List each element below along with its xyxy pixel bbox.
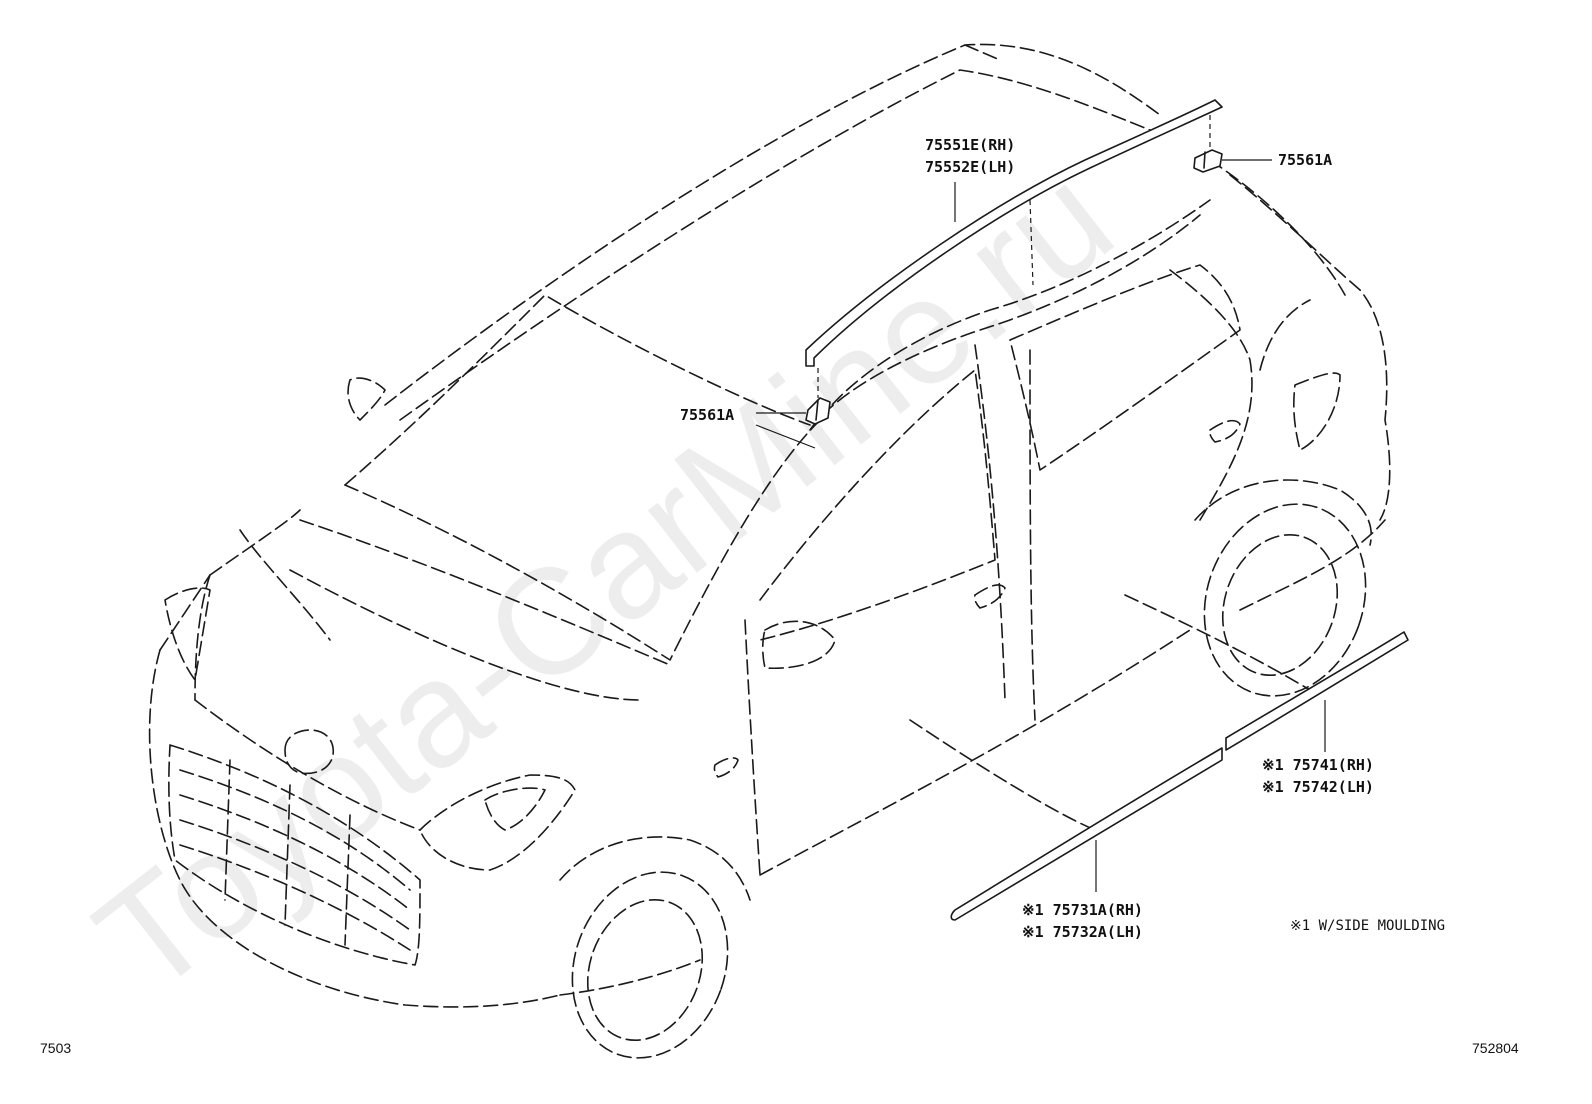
diagram-code-right: 752804 (1472, 1040, 1519, 1056)
label-75551e-rh: 75551E(RH) (925, 136, 1015, 154)
front-side-moulding (950, 747, 1223, 921)
diagram-code-left: 7503 (40, 1040, 71, 1056)
label-75732a-lh: ※1 75732A(LH) (1022, 923, 1143, 941)
label-75561a-front: 75561A (680, 406, 734, 424)
label-75741-rh: ※1 75741(RH) (1262, 756, 1374, 774)
label-75561a-rear: 75561A (1278, 151, 1332, 169)
rear-moulding-clip (1193, 149, 1223, 173)
watermark: Toyota-CarMine.ru (66, 133, 1142, 1025)
roof-drip-moulding (805, 99, 1223, 367)
label-75742-lh: ※1 75742(LH) (1262, 778, 1374, 796)
rear-side-moulding (1225, 631, 1409, 751)
note-side-moulding: ※1 W/SIDE MOULDING (1290, 918, 1445, 934)
label-75552e-lh: 75552E(LH) (925, 158, 1015, 176)
car-body-outline (148, 43, 1391, 1059)
front-moulding-clip (805, 397, 831, 425)
leader-lines (755, 115, 1326, 892)
label-75731a-rh: ※1 75731A(RH) (1022, 901, 1143, 919)
